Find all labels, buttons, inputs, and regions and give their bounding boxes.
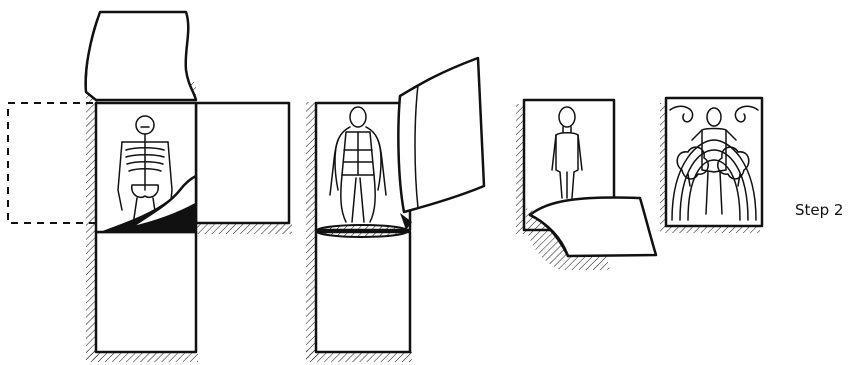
figure-unfolded-cross [8, 12, 292, 362]
figure-folding-bottom [516, 100, 656, 270]
lifting-side-flap [398, 58, 484, 212]
bottom-panel [316, 232, 410, 352]
top-curled-flap [86, 12, 196, 100]
dashed-left-flap [8, 103, 96, 223]
right-panel [196, 103, 289, 223]
bottom-panel [96, 232, 196, 352]
figure-finished-card [660, 98, 762, 233]
shadow-hatch [196, 224, 292, 234]
step-caption: Step 2 [795, 201, 843, 219]
fold-crease [316, 225, 408, 237]
figure-folding-side [306, 58, 484, 362]
